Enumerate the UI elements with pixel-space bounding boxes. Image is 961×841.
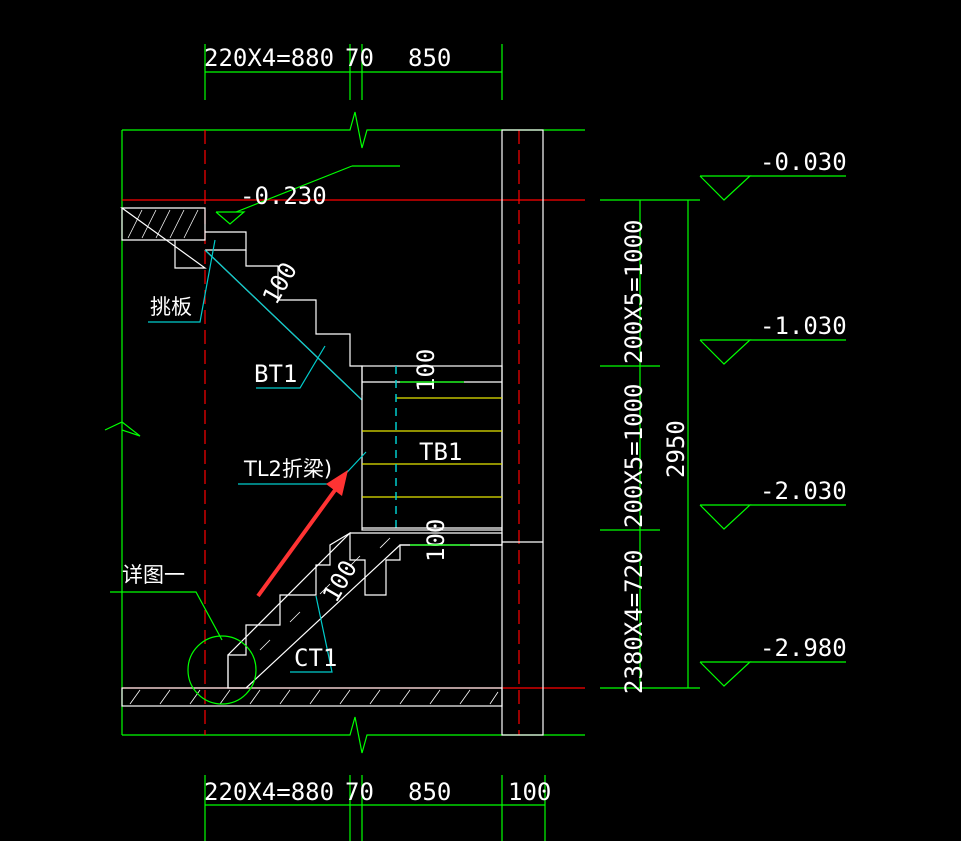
red-arrow-head	[326, 470, 348, 496]
ct1-hatch	[259, 537, 391, 651]
vdim-lower-risers: 2380X4=720	[620, 550, 648, 695]
red-arrow-shaft	[256, 484, 340, 598]
detail-1-label: 详图一	[122, 563, 185, 587]
top-dimension-group: 220X4=880 70 850	[204, 44, 503, 100]
top-dim-gap: 70	[345, 44, 374, 72]
detail-1-circle	[187, 635, 257, 705]
bt1-label: BT1	[254, 360, 297, 388]
tb1-outline	[361, 365, 503, 531]
bottom-dimension-group: 220X4=880 70 850 100	[204, 775, 551, 841]
inner-elevation: -0.230	[240, 182, 327, 210]
top-dim-landing: 850	[408, 44, 451, 72]
elevation-4: -2.980	[760, 634, 847, 662]
red-arrow-annotation	[256, 470, 348, 598]
elevation-2: -1.030	[760, 312, 847, 340]
right-wall	[501, 129, 544, 736]
upper-flight-bt1	[204, 249, 363, 401]
upper-slab-hatch	[127, 209, 199, 239]
detail-1-leader	[110, 591, 223, 641]
elev-triangle-1	[699, 175, 752, 201]
bottom-dim-wall: 100	[508, 778, 551, 806]
top-break-line	[122, 111, 585, 149]
elevation-marker-2: -1.030	[699, 312, 847, 365]
lower-slab-group	[121, 687, 503, 707]
bottom-dim-gap: 70	[345, 778, 374, 806]
upper-slab-bottom	[121, 208, 175, 241]
bottom-break-line	[122, 716, 585, 754]
tl2-label: TL2折梁)	[243, 457, 332, 481]
lower-slab-hatch	[129, 689, 499, 705]
upper-slab-outline	[120, 207, 207, 269]
labels-group: 挑板 BT1 TL2折梁) TB1 CT1 -0.230 100 100 100…	[148, 165, 470, 673]
lower-flight-ct1	[227, 531, 503, 689]
thickness-100-a: 100	[257, 257, 303, 309]
thickness-100-b: 100	[412, 349, 440, 392]
vdim-middle-risers: 200X5=1000	[620, 384, 648, 529]
bottom-dim-landing: 850	[408, 778, 451, 806]
ct1-label: CT1	[294, 644, 337, 672]
inner-elev-marker	[215, 211, 246, 225]
upper-slab-group	[120, 207, 247, 269]
inner-elev-leader	[235, 165, 353, 213]
elev-triangle-2	[699, 339, 752, 365]
lower-slab	[121, 687, 503, 707]
elevation-markers-group: -0.030 -1.030 -2.030 -2.980	[699, 148, 847, 687]
left-break-mark	[104, 421, 141, 437]
detail-1-group: 详图一	[110, 563, 257, 705]
top-dim-treads: 220X4=880	[204, 44, 334, 72]
wall-group	[501, 129, 544, 736]
elevation-marker-1: -0.030	[699, 148, 847, 201]
bottom-dim-treads: 220X4=880	[204, 778, 334, 806]
axis-lines-group	[122, 130, 585, 735]
elev-triangle-4	[699, 661, 752, 687]
elev-triangle-3	[699, 504, 752, 530]
thickness-100-c: 100	[422, 519, 450, 562]
bt1-step-profile	[245, 250, 363, 395]
cantilever-leader	[148, 239, 216, 323]
tb1-label: TB1	[419, 438, 462, 466]
elevation-3: -2.030	[760, 477, 847, 505]
ct1-step-profile	[227, 531, 502, 688]
cantilever-label: 挑板	[150, 295, 192, 319]
landing-step	[205, 231, 247, 251]
vdim-upper-risers: 200X5=1000	[620, 220, 648, 365]
bt1-leader	[256, 345, 326, 389]
ct1-leader	[290, 595, 333, 673]
bt1-cyan-overlay	[204, 249, 363, 401]
vertical-dims-group: 200X5=1000 200X5=1000 2380X4=720 2950	[600, 199, 700, 695]
ct1-slab	[227, 532, 503, 689]
thickness-100-d: 100	[317, 555, 363, 607]
elevation-1: -0.030	[760, 148, 847, 176]
elevation-marker-3: -2.030	[699, 477, 847, 530]
vdim-total: 2950	[662, 420, 690, 478]
elevation-marker-4: -2.980	[699, 634, 847, 687]
